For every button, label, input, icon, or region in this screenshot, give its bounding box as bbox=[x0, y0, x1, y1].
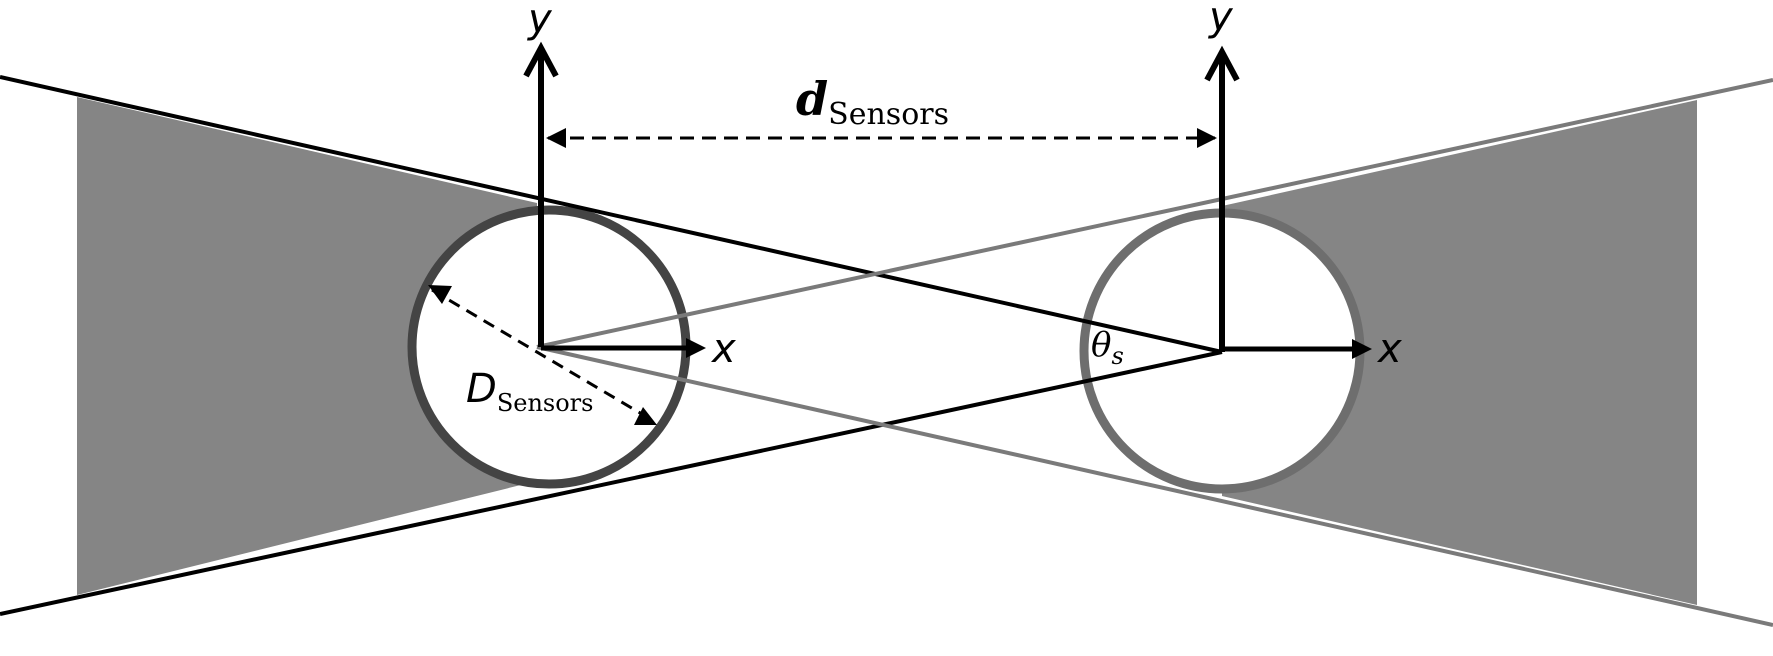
sensor-spacing-label: dSensors bbox=[796, 72, 949, 132]
sensor-diameter-upper-arrowhead bbox=[428, 285, 452, 304]
right-sensor-lower-boundary-line bbox=[536, 345, 1773, 627]
sensor-diameter-label: DSensors bbox=[466, 366, 593, 417]
right-field-of-view-region bbox=[1222, 100, 1697, 605]
left-x-axis-label: x bbox=[710, 326, 736, 372]
view-angle-label: θs bbox=[1091, 325, 1124, 370]
right-sensor-upper-boundary-line bbox=[536, 78, 1773, 349]
sensor-spacing-right-arrowhead bbox=[1197, 128, 1217, 148]
right-y-axis-arrowhead bbox=[1204, 45, 1240, 82]
sensor-diameter-dimension-line bbox=[431, 288, 653, 422]
left-y-axis-label: y bbox=[527, 0, 553, 42]
left-field-of-view-region bbox=[77, 97, 537, 595]
sensor-spacing-left-arrowhead bbox=[546, 128, 566, 148]
left-x-axis-arrowhead bbox=[686, 338, 706, 358]
right-x-axis-arrowhead bbox=[1352, 339, 1372, 359]
left-y-axis-arrowhead bbox=[523, 41, 559, 78]
right-y-axis-label: y bbox=[1208, 0, 1234, 40]
sensor-diameter-lower-arrowhead bbox=[634, 407, 657, 425]
right-x-axis-label: x bbox=[1376, 326, 1402, 372]
left-sensor-lower-boundary-line bbox=[0, 350, 1223, 616]
left-sensor-upper-boundary-line bbox=[0, 75, 1223, 354]
